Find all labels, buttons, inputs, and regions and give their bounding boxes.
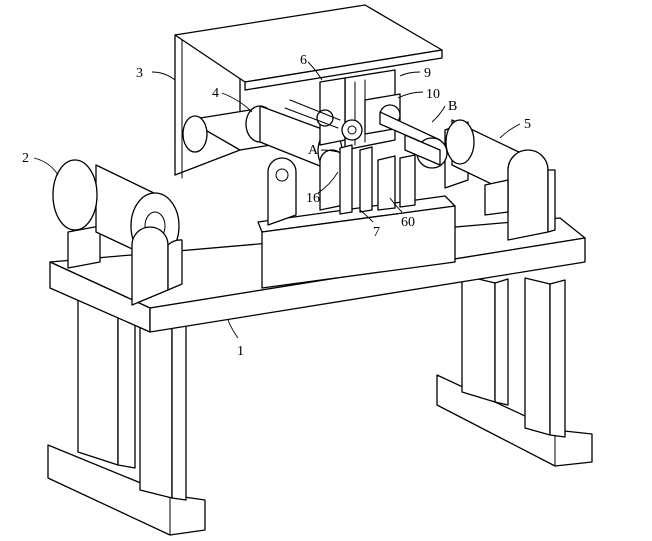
label-part-7: 7: [373, 225, 380, 240]
roller-group: [182, 105, 345, 226]
label-part-9: 9: [424, 66, 431, 81]
left-leg-assembly: [47, 299, 206, 536]
right-leg-assembly: [436, 274, 593, 467]
reference-labels: 1 2 3 4 5 6 9 10 B A 16 7 60: [22, 53, 531, 359]
label-housing: 3: [136, 66, 143, 81]
wind-roller-assembly: [404, 119, 556, 241]
label-part-6: 6: [300, 53, 307, 68]
central-mechanism: [284, 69, 441, 215]
label-detail-b: B: [448, 99, 457, 114]
label-detail-a: A: [308, 143, 319, 158]
label-part-60: 60: [401, 215, 415, 230]
label-roller-group: 4: [212, 86, 219, 101]
label-table: 1: [237, 344, 244, 359]
label-unwind-roller: 2: [22, 151, 29, 166]
label-part-16: 16: [306, 191, 320, 206]
leader-lines: [33, 61, 521, 339]
unwind-roller-assembly: [52, 159, 183, 306]
label-wind-roller: 5: [524, 117, 531, 132]
label-part-10: 10: [426, 87, 440, 102]
top-plate: [174, 4, 443, 91]
